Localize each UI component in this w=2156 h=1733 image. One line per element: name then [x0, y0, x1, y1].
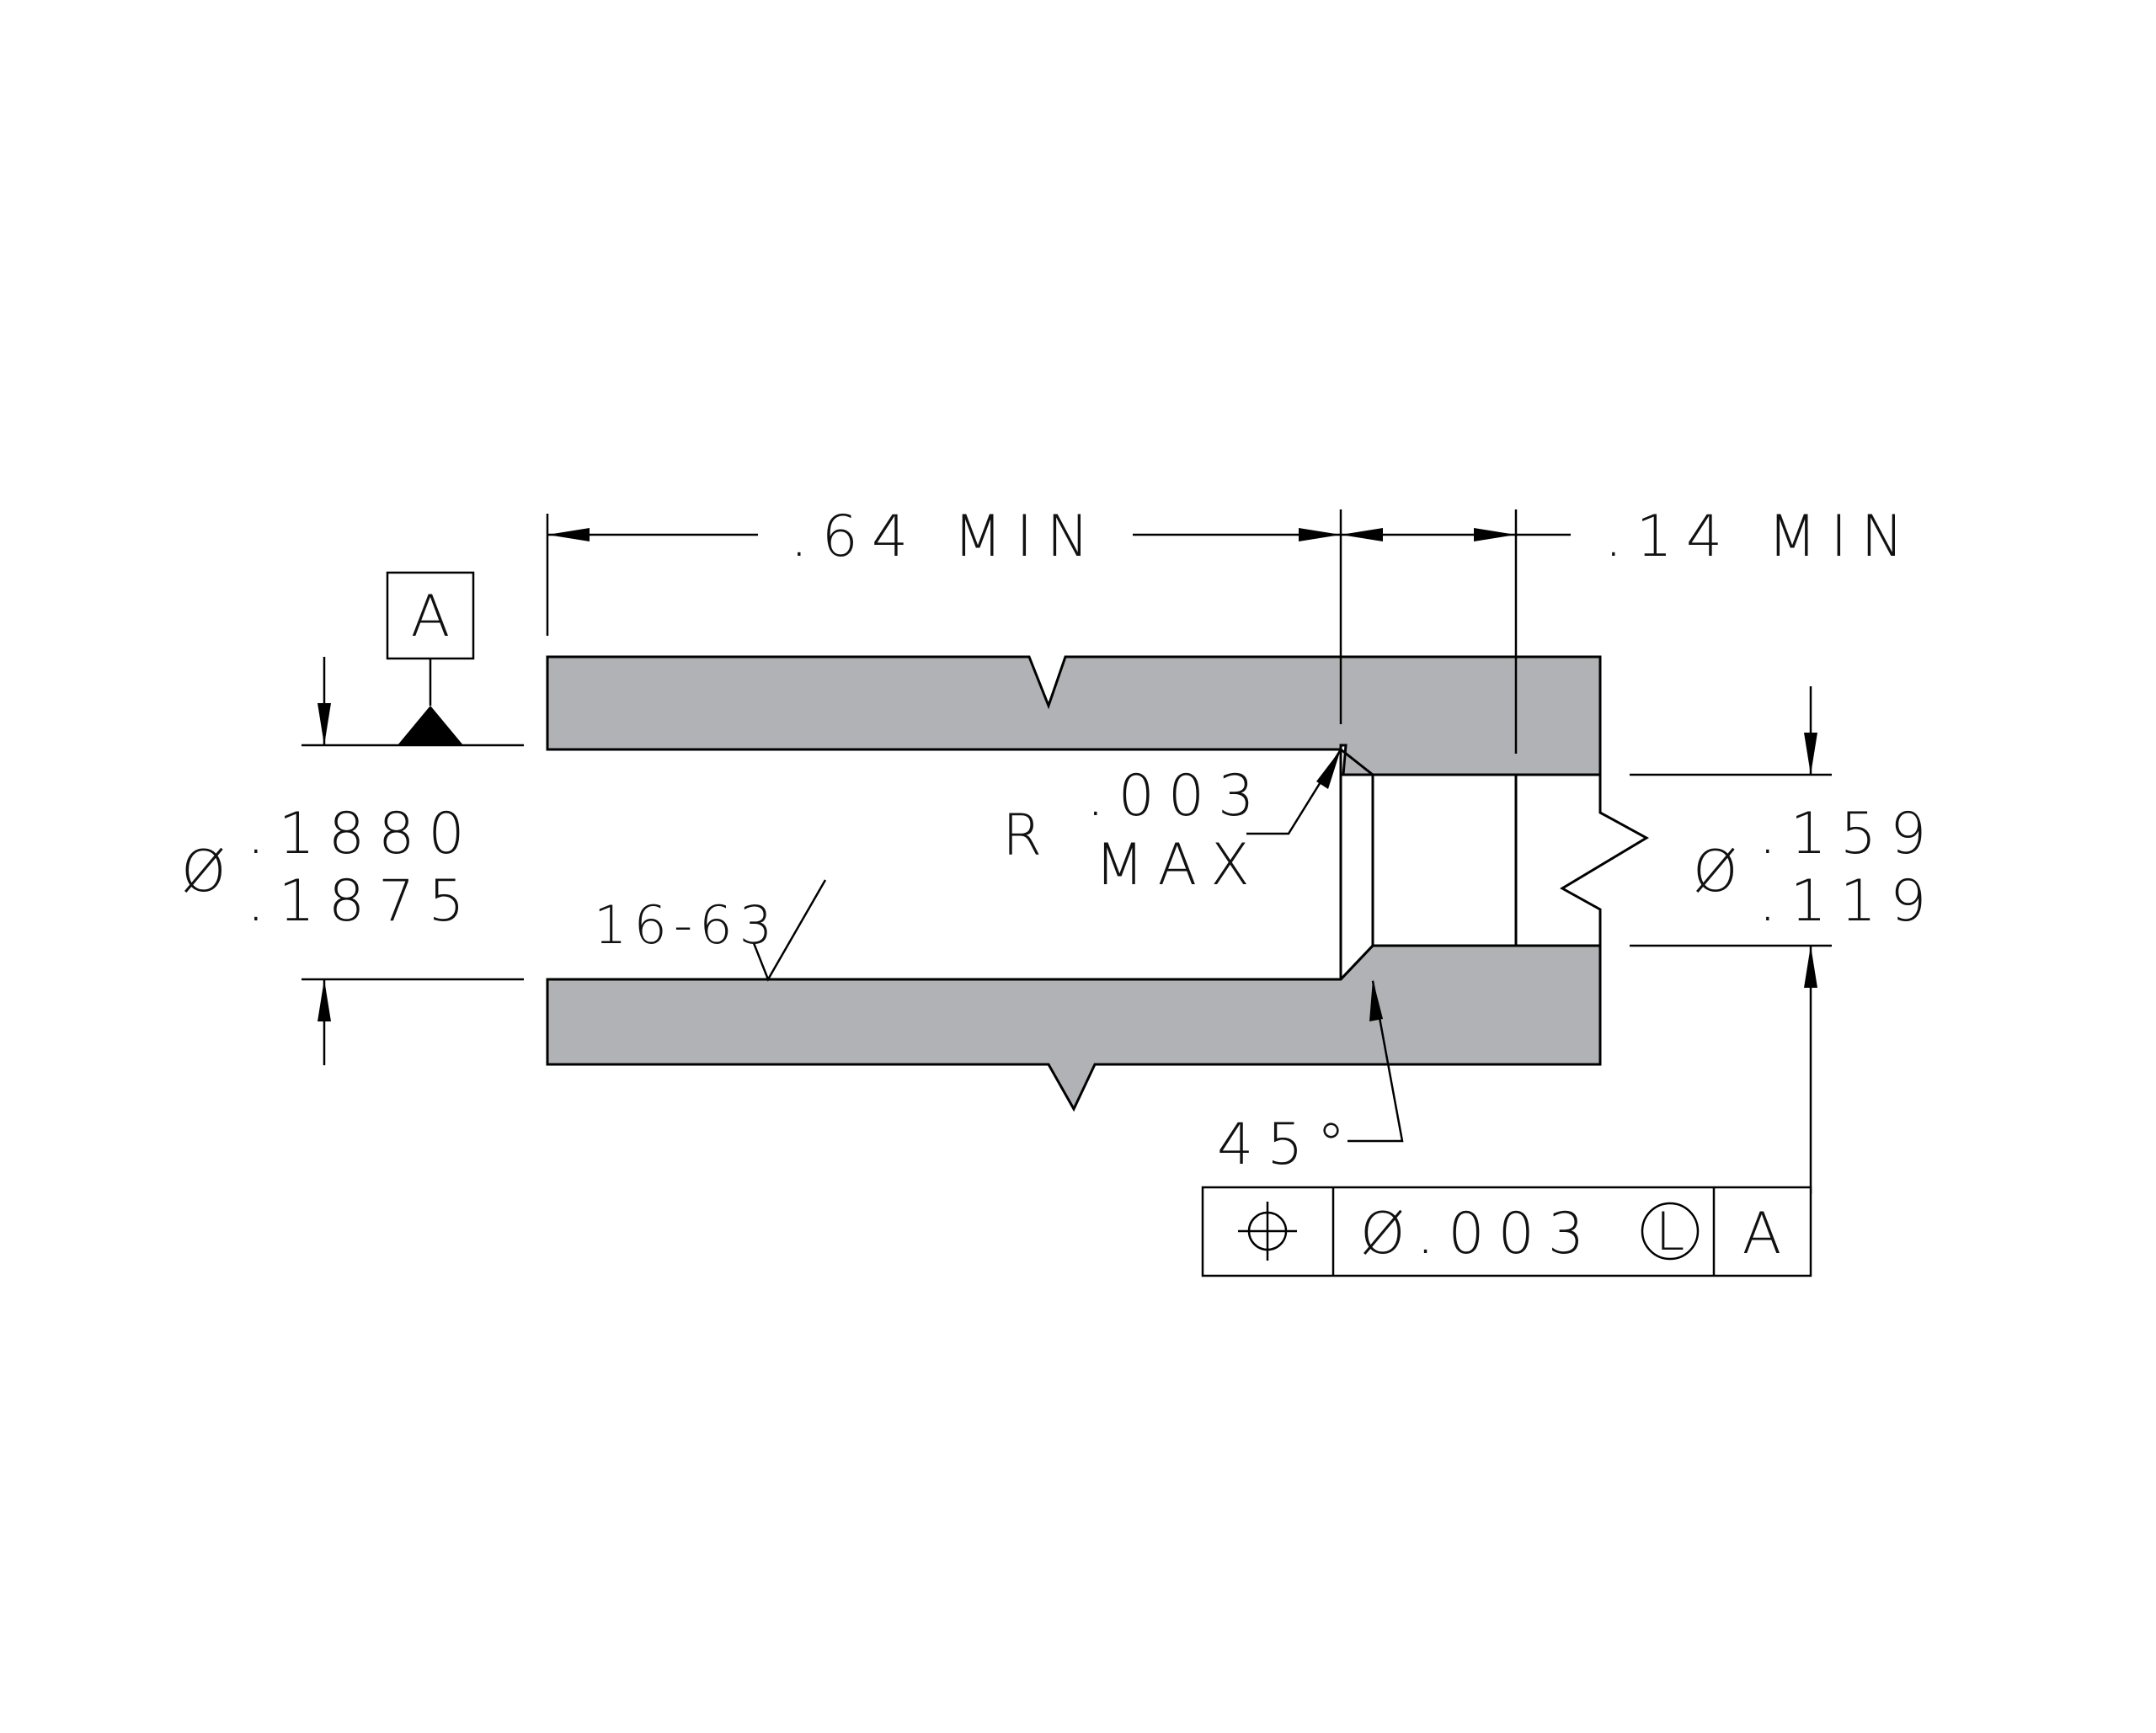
bore-diameter-dimension [302, 657, 524, 1065]
hole-dia-lower: .119 [1758, 868, 1940, 935]
length-dimensions [546, 509, 1571, 754]
position-icon [1238, 1202, 1297, 1261]
part-section [546, 655, 1602, 1112]
length-main-label: .64 MIN [790, 504, 1102, 570]
lower-wall [546, 944, 1602, 1112]
length-step-label: .14 MIN [1604, 504, 1917, 570]
bore-dia-symbol: Ø [181, 839, 240, 905]
surface-finish-label: 16-63 [594, 894, 779, 956]
radius-prefix: R [1002, 803, 1055, 869]
chamfer-leader [1348, 979, 1404, 1143]
surface-finish-symbol [752, 879, 827, 982]
radius-suffix: MAX [1095, 832, 1263, 898]
fcf-tolerance: Ø.003 [1360, 1201, 1598, 1267]
radius-value: .003 [1086, 763, 1267, 829]
datum-feature-symbol [386, 571, 475, 745]
fcf-modifier: L [1656, 1201, 1685, 1262]
chamfer-angle-label: 45° [1217, 1112, 1359, 1178]
upper-wall [546, 655, 1602, 776]
bore-dia-lower: .1875 [247, 868, 478, 935]
fcf-datum: A [1742, 1201, 1782, 1267]
lmc-modifier-circle [1641, 1202, 1700, 1261]
feature-control-frame [1201, 1186, 1812, 1277]
radius-leader [1246, 749, 1342, 835]
hole-dia-symbol: Ø [1693, 839, 1752, 905]
bore-dia-upper: .1880 [247, 801, 478, 867]
hole-dia-upper: .159 [1758, 801, 1940, 867]
hole-diameter-dimension [1630, 686, 1832, 1194]
internal-edges [547, 748, 1650, 981]
datum-label: A [411, 584, 451, 650]
